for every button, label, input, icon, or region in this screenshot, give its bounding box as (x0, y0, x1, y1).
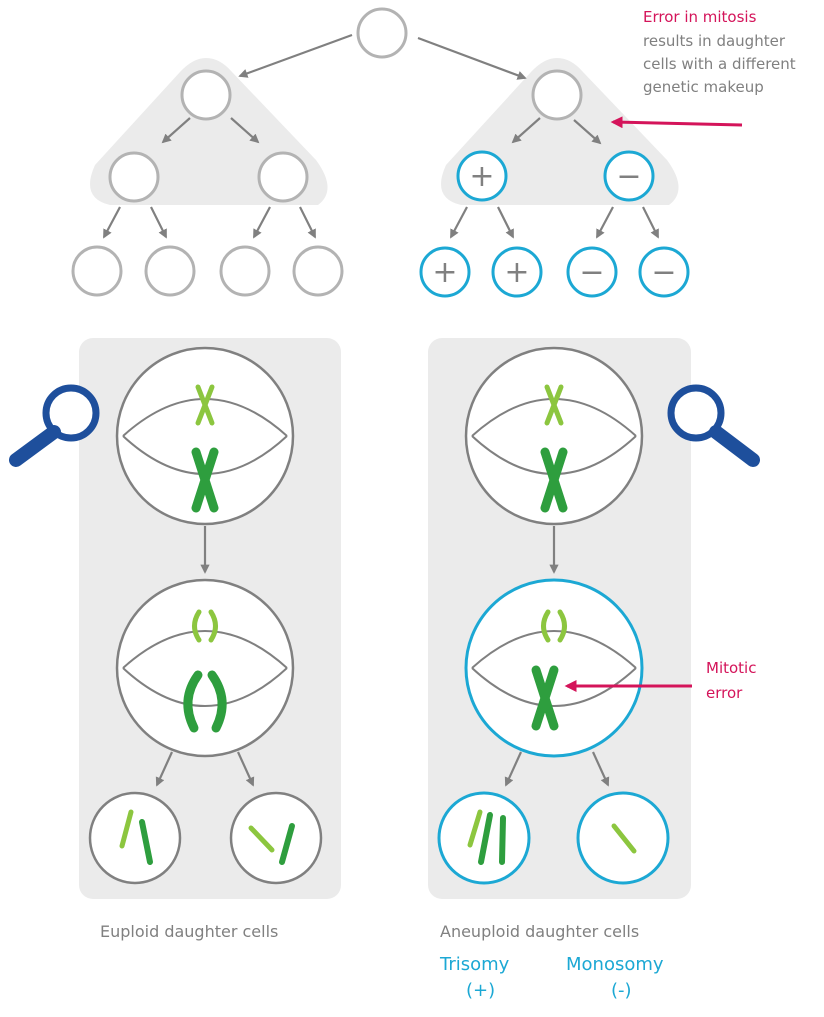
root-cell (356, 7, 408, 59)
error-in-mitosis-description-line: results in daughter (643, 32, 785, 50)
metaphase-cell (115, 346, 295, 526)
euploid-daughter-cell (229, 791, 323, 885)
euploid-parent-cell (180, 69, 232, 121)
monosomy-sign: (-) (611, 980, 632, 1001)
chromosome (248, 825, 275, 853)
euploid-leaf-cell (292, 245, 344, 297)
minus-symbol: − (651, 255, 676, 290)
minus-symbol: − (616, 159, 641, 194)
trisomy-cell (456, 150, 508, 202)
monosomy-leaf-cell (638, 246, 690, 298)
chromosome (499, 815, 506, 865)
mitotic-error-label: error (706, 684, 743, 702)
monosomy-cell (603, 150, 655, 202)
lineage-trees: + − + + − − (71, 7, 743, 298)
mitotic-error-label: Mitotic (706, 659, 757, 677)
error-in-mitosis-description-line: genetic makeup (643, 78, 764, 96)
error-in-mitosis-heading: Error in mitosis (643, 8, 757, 26)
trisomy-sign: (+) (466, 980, 496, 1001)
euploid-leaf-cell (219, 245, 271, 297)
arrow (253, 206, 271, 239)
minus-symbol: − (579, 255, 604, 290)
aneuploid-caption: Aneuploid daughter cells (440, 922, 640, 941)
arrow (591, 751, 610, 787)
large-chromosome (540, 447, 568, 513)
large-chromosome (191, 447, 219, 513)
plus-symbol: + (504, 255, 529, 290)
spindle-lower (122, 667, 288, 707)
arrow (299, 206, 316, 239)
euploid-panel (79, 338, 341, 899)
trisomy-leaf-cell (491, 246, 543, 298)
trisomy-label: Trisomy (440, 954, 510, 975)
plus-symbol: + (432, 255, 457, 290)
arrow (511, 117, 541, 144)
monosomy-leaf-cell (566, 246, 618, 298)
chromosome (478, 812, 493, 865)
euploid-cell (108, 151, 160, 203)
spindle-upper (122, 630, 288, 669)
plus-symbol: + (469, 159, 494, 194)
arrow (504, 751, 523, 787)
chromosome (279, 823, 295, 865)
error-in-mitosis-description-line: cells with a different (643, 55, 796, 73)
arrow-root-left (238, 33, 353, 78)
euploid-daughter-cell (88, 791, 182, 885)
separating-large-chromatids (183, 670, 227, 733)
arrow (236, 751, 255, 787)
euploid-cell (257, 151, 309, 203)
trisomy-leaf-cell (419, 246, 471, 298)
separating-small-chromatids (541, 609, 567, 643)
aneuploid-panel (428, 338, 692, 899)
chromosome (139, 819, 153, 865)
error-in-mitosis-arrow (610, 116, 743, 129)
arrow (450, 206, 468, 239)
chromosome (467, 809, 483, 848)
arrow (642, 206, 659, 239)
arrow (103, 206, 121, 239)
arrow-root-right (417, 36, 527, 80)
separating-small-chromatids (192, 609, 218, 643)
non-separated-chromosome (531, 665, 559, 731)
chromosome (611, 823, 637, 854)
arrow (155, 751, 174, 787)
aneuploid-parent-cell (531, 69, 583, 121)
arrow (230, 117, 260, 144)
metaphase-cell (464, 346, 644, 526)
arrow (596, 206, 614, 239)
arrow (497, 206, 514, 239)
euploid-caption: Euploid daughter cells (100, 922, 279, 941)
chromosome (119, 809, 134, 849)
arrow (161, 117, 191, 144)
arrow (150, 206, 167, 239)
magnifier-icon (9, 384, 100, 467)
spindle-upper (471, 630, 637, 669)
spindle-lower (471, 667, 637, 707)
small-chromosome (544, 384, 564, 426)
anaphase-cell (115, 578, 295, 758)
monosomy-label: Monosomy (566, 954, 664, 975)
euploid-leaf-cell (144, 245, 196, 297)
magnifier-icon (667, 384, 760, 467)
small-chromosome (195, 384, 215, 426)
euploid-leaf-cell (71, 245, 123, 297)
arrow (573, 119, 602, 145)
